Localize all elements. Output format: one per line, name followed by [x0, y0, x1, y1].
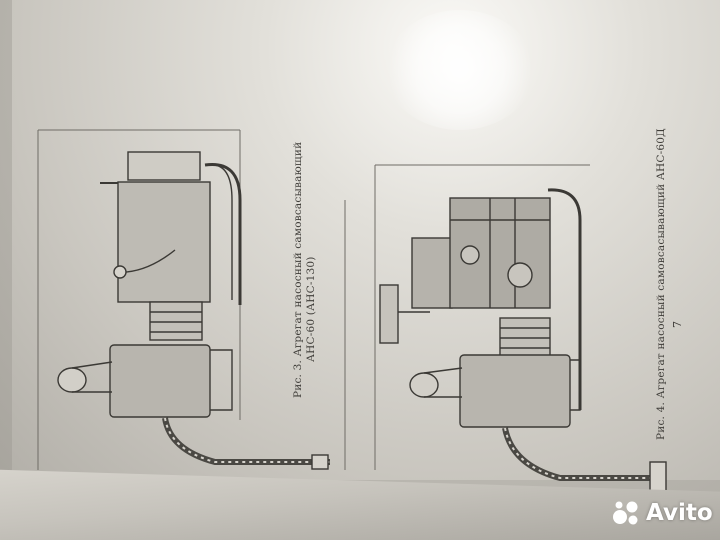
page-frame-lines: [37, 129, 590, 470]
figure-3-drawing: [57, 151, 330, 470]
figure-3-caption-model: АНС-60 (АНС-130): [305, 256, 317, 362]
figure-3-caption: Рис. 3. Агрегат насосный самовсасывающий: [292, 141, 304, 398]
figure-4-caption: Рис. 4. Агрегат насосный самовсасывающий…: [655, 128, 667, 440]
figure-4-drawing: [379, 188, 667, 493]
avito-dots-icon: [613, 501, 638, 525]
light-glare: [385, 10, 535, 130]
avito-watermark: Avito: [612, 500, 713, 526]
page-number: 7: [671, 321, 684, 328]
watermark-text: Avito: [646, 500, 713, 526]
